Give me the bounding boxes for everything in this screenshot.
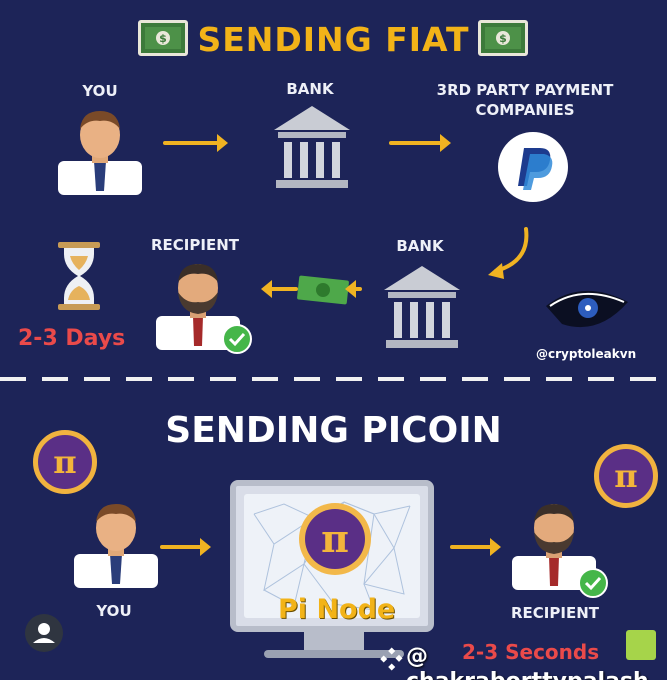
person-icon — [52, 105, 148, 199]
check-icon — [222, 324, 252, 358]
eye-logo-icon — [542, 284, 632, 342]
third-party-label: 3RD PARTY PAYMENT COMPANIES — [436, 81, 614, 119]
svg-text:π: π — [321, 516, 349, 561]
money-icon: $ — [138, 20, 188, 56]
monitor-base — [264, 650, 404, 658]
pi-coin-icon: π — [33, 430, 97, 494]
person-icon — [150, 258, 246, 354]
section-divider — [0, 377, 667, 381]
bank-icon — [272, 102, 352, 198]
arrow — [450, 538, 501, 556]
recipient-label: RECIPIENT — [151, 236, 239, 254]
credit-handle: @cryptoleakvn — [536, 347, 637, 361]
duration-seconds: 2-3 Seconds — [462, 640, 600, 664]
money-icon: $ — [478, 20, 528, 56]
bank-label: BANK — [286, 80, 334, 98]
bank-icon — [382, 262, 462, 358]
arrow — [160, 538, 211, 556]
duration-days: 2-3 Days — [18, 326, 126, 351]
paypal-icon — [496, 130, 570, 208]
svg-text:$: $ — [499, 32, 507, 45]
xiaohongshu-logo-icon — [378, 646, 404, 676]
pi-coin-icon: π — [296, 500, 374, 582]
money-icon — [296, 274, 350, 310]
arrow — [163, 134, 228, 152]
curved-arrow — [480, 225, 540, 289]
arrow — [261, 280, 298, 298]
check-icon — [626, 630, 656, 660]
user-avatar-icon[interactable] — [24, 613, 64, 657]
person-icon — [68, 496, 164, 592]
hourglass-icon — [56, 240, 102, 316]
monitor-stand — [304, 632, 364, 652]
check-icon — [578, 568, 608, 602]
svg-text:$: $ — [159, 32, 167, 45]
fiat-title: SENDING FIAT — [197, 20, 470, 59]
arrow — [345, 280, 362, 298]
person-icon — [506, 498, 602, 594]
you-label: YOU — [82, 82, 118, 100]
recipient-label: RECIPIENT — [511, 604, 599, 622]
pi-node-label: Pi Node — [278, 594, 396, 625]
bank-label: BANK — [396, 237, 444, 255]
arrow — [389, 134, 451, 152]
you-label: YOU — [96, 602, 132, 620]
pi-coin-icon: π — [594, 444, 658, 508]
picoin-title: SENDING PICOIN — [165, 410, 502, 451]
watermark-text: @ chakraborttypalash — [406, 644, 649, 680]
